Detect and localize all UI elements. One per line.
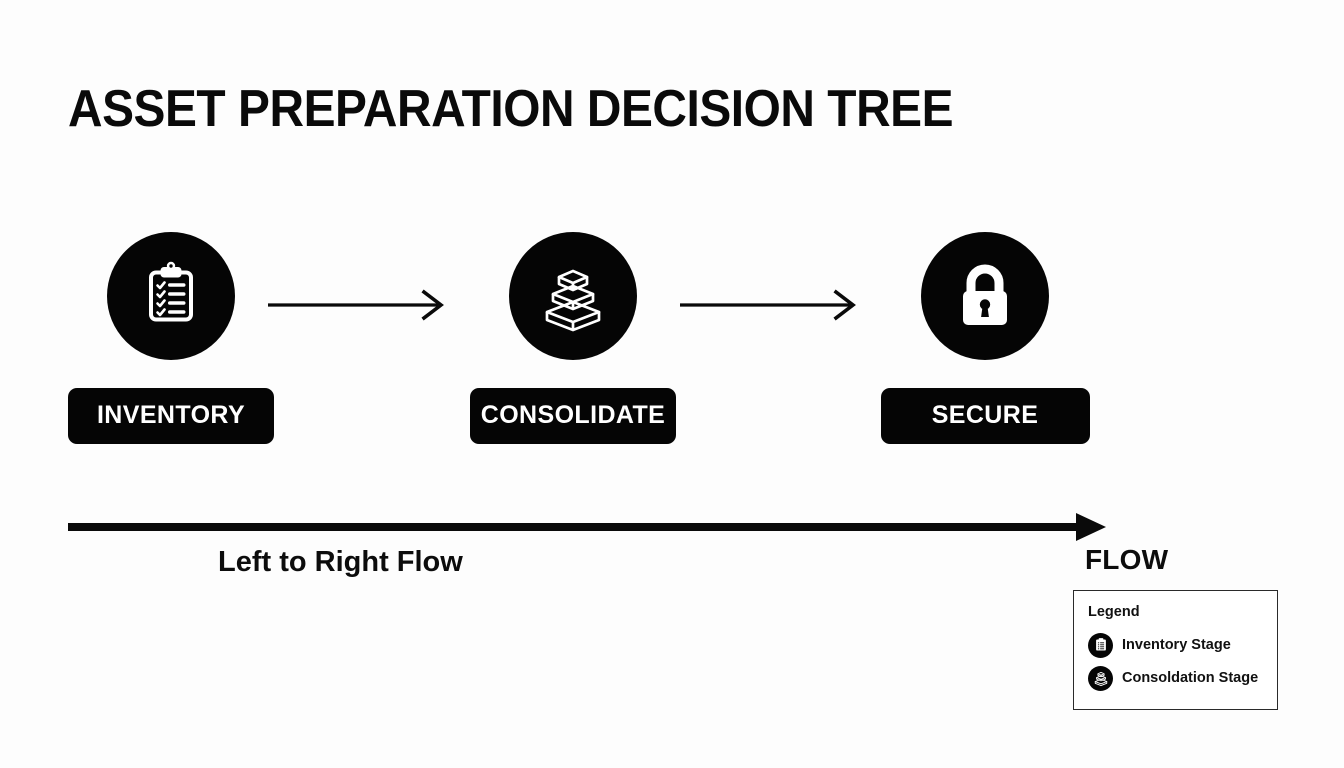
stage-label-secure: SECURE: [880, 388, 1090, 444]
stacked-boxes-icon: [1094, 672, 1107, 686]
stage-icon-badge-secure: [921, 232, 1049, 360]
flow-axis-arrow: [60, 505, 1120, 555]
clipboard-checklist-icon: [149, 261, 193, 322]
legend-box: Legend I: [1073, 590, 1278, 710]
stage-node-secure[interactable]: SECURE: [865, 232, 1105, 444]
legend-label-inventory: Inventory Stage: [1122, 637, 1231, 653]
stage-node-inventory[interactable]: INVENTORY: [51, 232, 291, 444]
connector-arrow-2: [678, 288, 868, 322]
stage-icon-badge-consolidate: [509, 232, 637, 360]
stage-label-inventory: INVENTORY: [68, 388, 274, 444]
legend-label-consolidation: Consoldation Stage: [1122, 670, 1259, 686]
flow-end-label: FLOW: [1085, 544, 1169, 575]
arrow-right-icon: [680, 289, 856, 321]
legend-swatch-inventory: [1088, 632, 1113, 658]
arrow-right-icon: [268, 289, 444, 321]
clipboard-checklist-icon: [1095, 638, 1106, 651]
padlock-icon: [963, 264, 1007, 325]
legend-item-inventory[interactable]: Inventory Stage: [1088, 632, 1277, 658]
legend-item-consolidation[interactable]: Consoldation Stage: [1088, 665, 1277, 691]
legend-swatch-consolidation: [1088, 665, 1113, 691]
stage-icon-badge-inventory: [107, 232, 235, 360]
legend-title: Legend: [1088, 604, 1140, 620]
stage-label-consolidate: CONSOLIDATE: [470, 388, 676, 444]
thick-arrow-right-icon: [68, 513, 1106, 541]
flow-caption: Left to Right Flow: [218, 546, 463, 578]
stacked-boxes-icon: [545, 269, 601, 332]
connector-arrow-1: [266, 288, 456, 322]
page-title: ASSET PREPARATION DECISION TREE: [68, 80, 954, 138]
stage-node-consolidate[interactable]: CONSOLIDATE: [453, 232, 693, 444]
